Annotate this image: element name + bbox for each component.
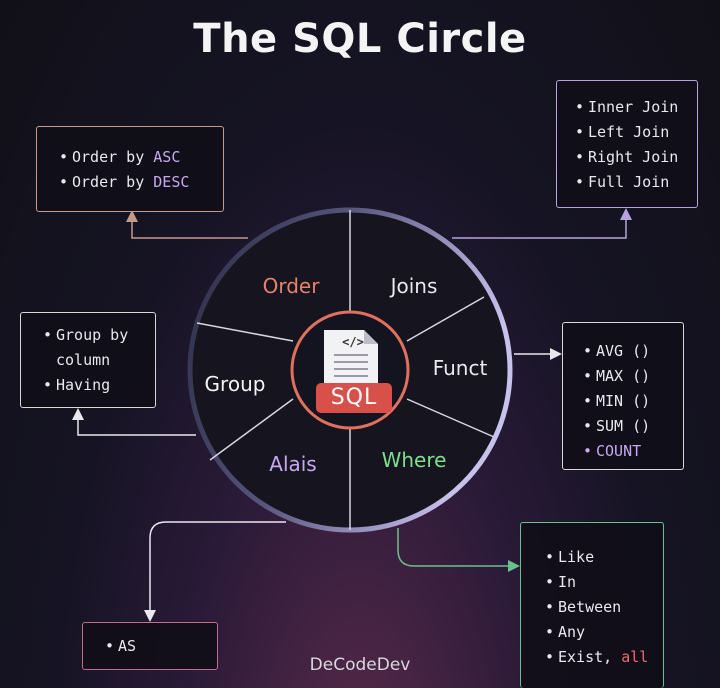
- connector-order: [126, 210, 248, 239]
- list-item: Full Join: [571, 170, 697, 195]
- list-item: MAX (): [579, 364, 683, 389]
- order-box: Order by ASC Order by DESC: [36, 126, 224, 212]
- group-box: Group by column Having: [20, 312, 156, 408]
- segment-label-group: Group: [204, 372, 266, 396]
- list-item: Left Join: [571, 120, 697, 145]
- list-item: AVG (): [579, 339, 683, 364]
- list-item: Any: [541, 620, 663, 645]
- alias-box: AS: [82, 622, 218, 670]
- list-item: Order by ASC: [55, 145, 223, 170]
- where-box: Like In Between Any Exist, all: [520, 522, 664, 688]
- list-item: MIN (): [579, 389, 683, 414]
- list-item: Between: [541, 595, 663, 620]
- brand-name: DeCodeDev: [309, 655, 411, 675]
- list-item: Like: [541, 545, 663, 570]
- list-item: Having: [39, 373, 155, 398]
- spoke-alais-group: [209, 398, 294, 461]
- funct-box: AVG () MAX () MIN () SUM () COUNT: [562, 322, 684, 470]
- segment-label-order: Order: [262, 274, 320, 298]
- page-title: The SQL Circle: [193, 16, 527, 62]
- connector-where: [397, 528, 520, 572]
- list-item: Order by DESC: [55, 170, 223, 195]
- document-fold: [364, 330, 378, 344]
- segment-label-alais: Alais: [269, 452, 317, 476]
- list-item: Right Join: [571, 145, 697, 170]
- list-item: Group by column: [39, 323, 156, 373]
- list-item: SUM (): [579, 414, 683, 439]
- segment-label-joins: Joins: [390, 274, 438, 298]
- segment-label-funct: Funct: [432, 356, 488, 380]
- spoke-funct-where: [406, 398, 495, 438]
- spoke-joins-funct: [406, 296, 485, 342]
- list-item: Exist, all: [541, 645, 663, 670]
- connector-joins: [452, 208, 632, 239]
- list-item: COUNT: [579, 439, 683, 464]
- segment-label-where: Where: [381, 448, 447, 472]
- list-item: Inner Join: [571, 95, 697, 120]
- code-brackets-icon: </>: [342, 335, 364, 349]
- joins-box: Inner Join Left Join Right Join Full Joi…: [556, 80, 698, 208]
- sql-badge: SQL: [316, 383, 392, 413]
- list-item: AS: [101, 634, 217, 659]
- connector-group: [72, 408, 196, 436]
- spoke-group-order: [196, 322, 294, 342]
- list-item: In: [541, 570, 663, 595]
- connector-alias: [144, 521, 286, 622]
